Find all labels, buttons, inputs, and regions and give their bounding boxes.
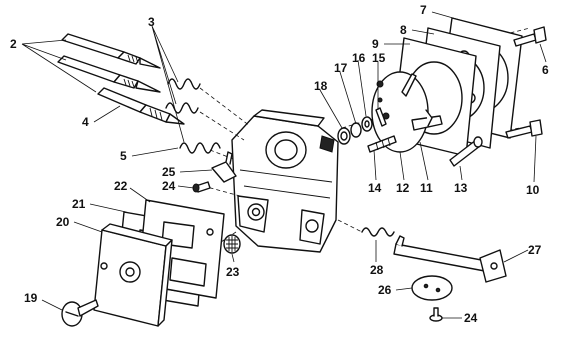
- callout-20: 20: [56, 215, 70, 229]
- leader-lines: [21, 11, 547, 319]
- callout-16: 16: [352, 51, 366, 65]
- throttle-shaft-27: [393, 235, 507, 283]
- screw-19: [61, 299, 99, 327]
- metering-plate-12: [371, 71, 443, 153]
- callout-4: 4: [82, 115, 89, 129]
- callout-26: 26: [378, 283, 392, 297]
- callout-8: 8: [400, 23, 407, 37]
- lever-25: [211, 151, 237, 183]
- callout-18: 18: [314, 79, 328, 93]
- mixture-needle-low: [57, 55, 161, 93]
- callout-24-lower: 24: [464, 311, 478, 325]
- callout-11: 11: [420, 181, 433, 195]
- screw-24-lower: [429, 307, 443, 322]
- callout-24-upper: 24: [162, 179, 176, 193]
- callout-9: 9: [372, 37, 379, 51]
- gasket-18: [337, 127, 351, 145]
- callout-12: 12: [396, 181, 410, 195]
- callout-13: 13: [454, 181, 468, 195]
- callout-15: 15: [372, 51, 386, 65]
- inlet-needle-14: [367, 135, 397, 153]
- callout-6: 6: [542, 63, 549, 77]
- callout-22: 22: [114, 179, 128, 193]
- callout-14: 14: [368, 181, 382, 195]
- callout-7: 7: [420, 3, 427, 17]
- callout-28: 28: [370, 263, 384, 277]
- carburetor-body: [231, 109, 339, 253]
- callout-27: 27: [528, 243, 542, 257]
- callout-17: 17: [334, 61, 348, 75]
- idle-speed-screw: [97, 87, 185, 125]
- washer-16: [361, 116, 373, 132]
- callout-21: 21: [72, 197, 86, 211]
- lever-pin-13: [449, 136, 483, 167]
- spring-28: [361, 227, 395, 237]
- callout-3: 3: [148, 15, 155, 29]
- screw-24-upper: [192, 181, 211, 193]
- throttle-plate-26: [411, 275, 453, 301]
- callout-25: 25: [162, 165, 176, 179]
- callout-10: 10: [526, 183, 540, 197]
- screw-6: [513, 26, 547, 47]
- spring-17: [350, 122, 362, 138]
- needle-springs: [165, 78, 221, 154]
- filter-screen-23: [223, 234, 241, 254]
- callout-19: 19: [24, 291, 38, 305]
- callout-2: 2: [10, 37, 17, 51]
- cover-20: [93, 223, 173, 327]
- callout-labels: 2 3 4 5 6 7 8 9 10 11 12 13 14 15 16 17 …: [10, 3, 549, 325]
- callout-23: 23: [226, 265, 240, 279]
- pin-15: [375, 107, 387, 127]
- mixture-needle-high: [61, 33, 161, 69]
- callout-5: 5: [120, 149, 127, 163]
- screw-10: [505, 119, 543, 139]
